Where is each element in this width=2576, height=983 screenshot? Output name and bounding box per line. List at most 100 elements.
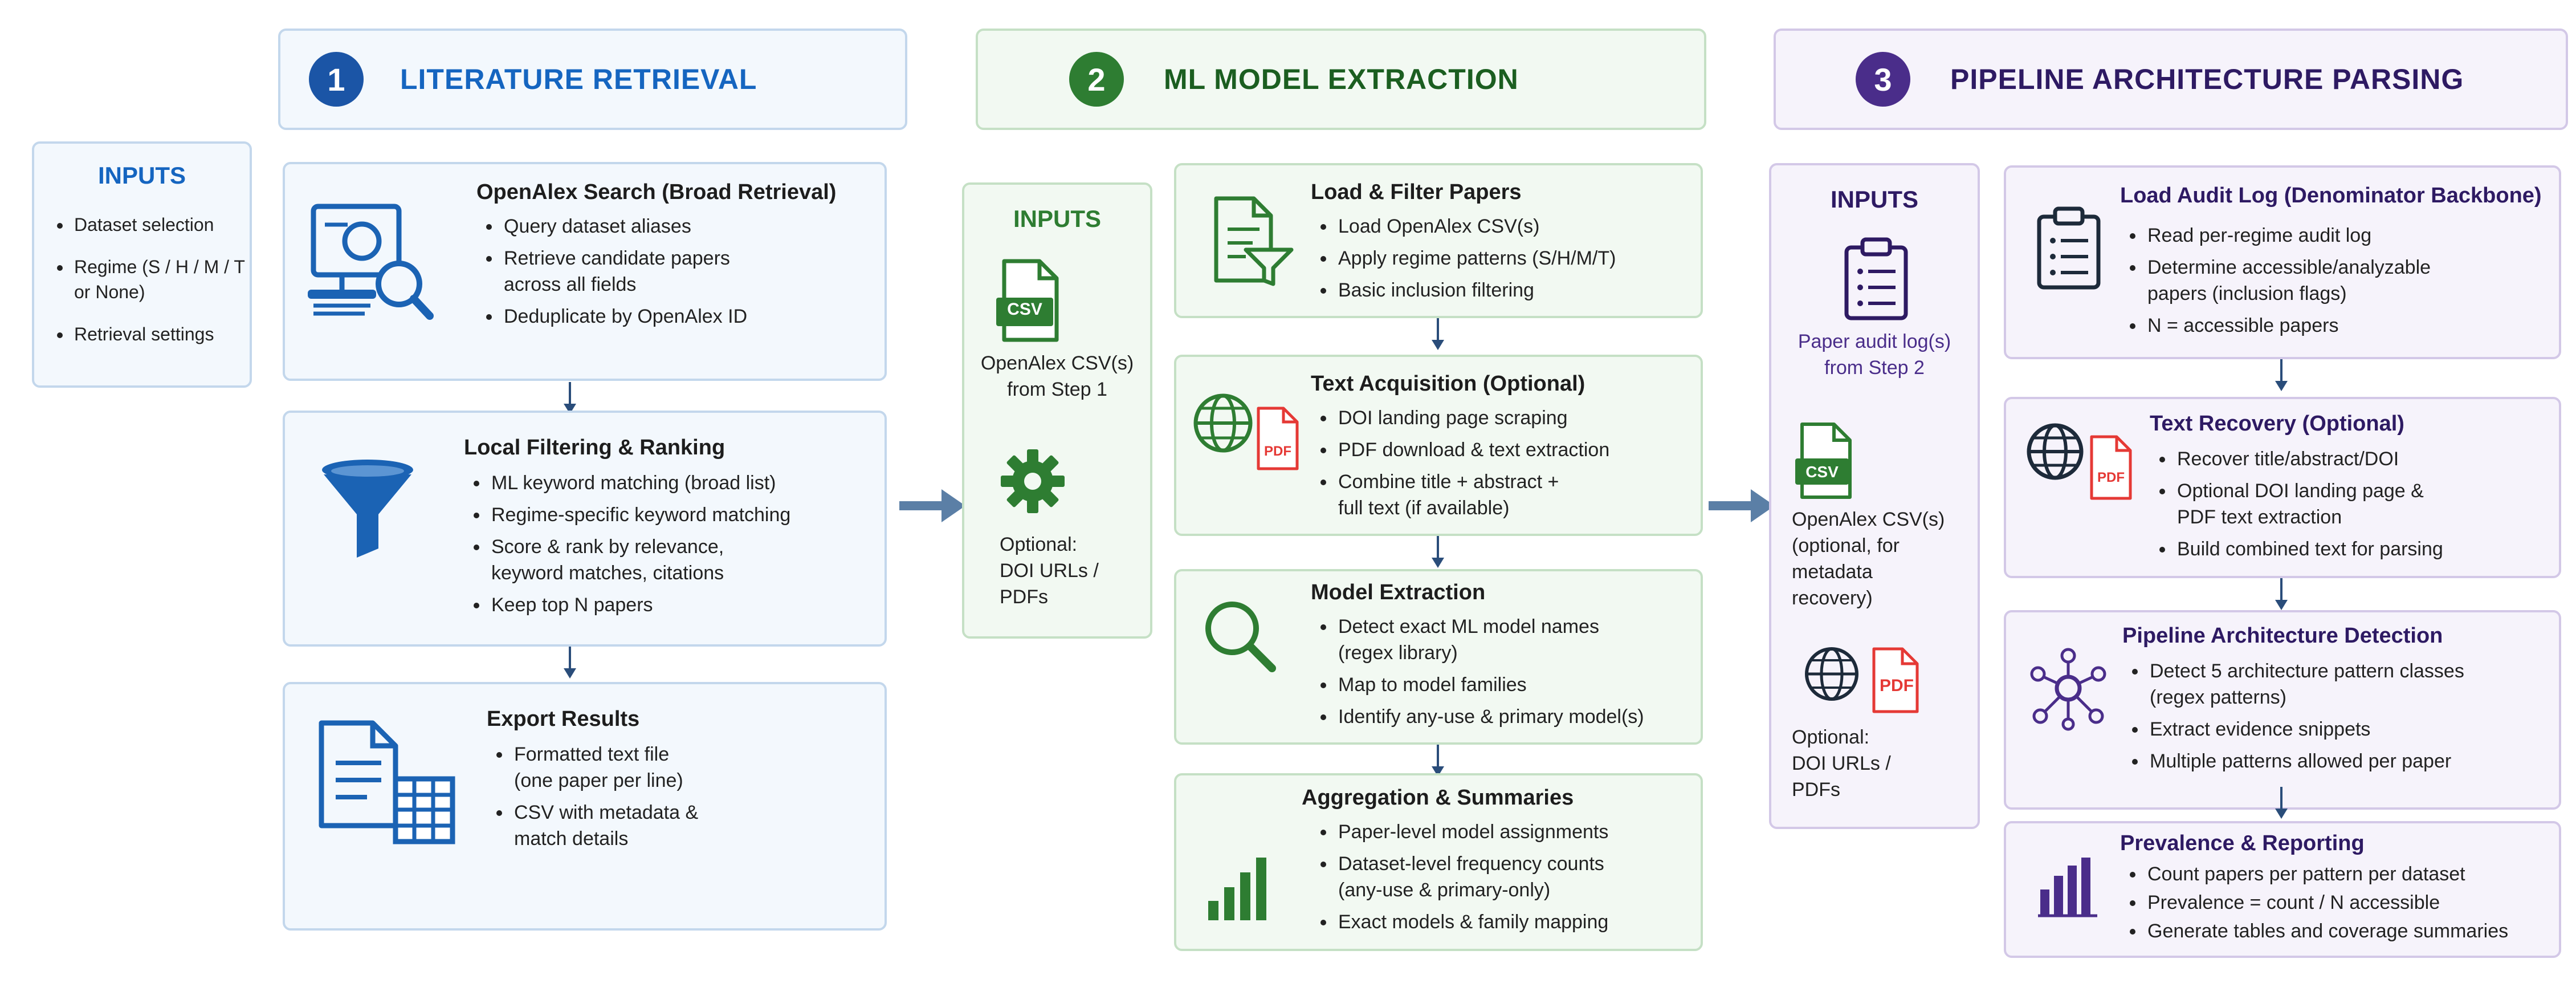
list-item: N = accessible papers: [2145, 312, 2576, 339]
list-item: Count papers per pattern per dataset: [2145, 862, 2576, 886]
bar-chart-icon: [2038, 858, 2097, 917]
section-arrow: [1709, 489, 1775, 522]
card-title: Text Acquisition (Optional): [1311, 372, 1585, 396]
inputs-text: OpenAlex CSV(s) (optional, for metadata …: [1792, 509, 1945, 609]
list-item: Extract evidence snippets: [2147, 716, 2576, 742]
list-item: ML keyword matching (broad list): [489, 470, 899, 496]
card-load-filter-papers: Load & Filter Papers Load OpenAlex CSV(s…: [1174, 163, 1703, 318]
card-title: Text Recovery (Optional): [2150, 412, 2404, 436]
list-item: PDF download & text extraction: [1336, 437, 1723, 463]
section2-header: 2 ML MODEL EXTRACTION: [976, 29, 1706, 130]
card-bullets: Paper-level model assignments Dataset-le…: [1311, 819, 1723, 941]
card-title: Load & Filter Papers: [1311, 180, 1522, 204]
magnifier-icon: [1205, 602, 1276, 672]
csv-label: CSV: [1007, 300, 1042, 319]
flow-arrow: [1432, 536, 1444, 568]
list-item: Regime-specific keyword matching: [489, 502, 899, 528]
section3-header: 3 PIPELINE ARCHITECTURE PARSING: [1774, 29, 2568, 130]
globe-pdf-icon: [2027, 423, 2132, 500]
card-bullets: Query dataset aliases Retrieve candidate…: [476, 213, 900, 335]
card-title: Load Audit Log (Denominator Backbone): [2120, 184, 2542, 208]
card-text-recovery: PDF Text Recovery (Optional) Recover tit…: [2004, 397, 2561, 578]
network-icon: [2030, 648, 2106, 731]
globe-pdf-icon: [1193, 393, 1299, 470]
bar-chart-icon: [1208, 858, 1266, 920]
section2-title: ML MODEL EXTRACTION: [1164, 63, 1519, 95]
gear-icon: [1001, 449, 1065, 513]
section2-number-badge: 2: [1069, 52, 1124, 107]
inputs-text: Optional: DOI URLs / PDFs: [1000, 534, 1099, 608]
inputs-list: Dataset selection Regime (S / H / M / To…: [47, 212, 266, 352]
inputs-text: Paper audit log(s) from Step 2: [1798, 331, 1951, 379]
card-title: Pipeline Architecture Detection: [2122, 624, 2443, 648]
card-load-audit-log: Load Audit Log (Denominator Backbone) Re…: [2004, 165, 2561, 359]
inputs-title: INPUTS: [1830, 186, 1918, 213]
list-item: Score & rank by relevance,keyword matche…: [489, 534, 899, 586]
list-item: Keep top N papers: [489, 592, 899, 618]
list-item: Dataset-level frequency counts(any-use &…: [1336, 851, 1723, 903]
inputs-panel-step2: INPUTS CSV OpenAlex CSV(s) from Step 1 O…: [962, 182, 1152, 639]
list-item: Optional DOI landing page &PDF text extr…: [2175, 478, 2574, 530]
inputs-panel-left: INPUTS Dataset selection Regime (S / H /…: [32, 141, 252, 388]
card-bullets: Load OpenAlex CSV(s) Apply regime patter…: [1311, 213, 1723, 309]
card-openalex-search: OpenAlex Search (Broad Retrieval) Query …: [283, 162, 887, 381]
card-title: Export Results: [487, 707, 640, 731]
list-item: Build combined text for parsing: [2175, 536, 2574, 562]
card-bullets: Formatted text file(one paper per line) …: [487, 741, 899, 858]
card-local-filtering: Local Filtering & Ranking ML keyword mat…: [283, 411, 887, 647]
list-item: Identify any-use & primary model(s): [1336, 704, 1723, 730]
list-item: Paper-level model assignments: [1336, 819, 1723, 845]
list-item: Regime (S / H / M / Tor None): [72, 254, 266, 304]
flow-arrow: [2275, 787, 2288, 819]
list-item: Prevalence = count / N accessible: [2145, 891, 2576, 915]
pdf-label: PDF: [1880, 676, 1914, 695]
list-item: Detect 5 architecture pattern classes(re…: [2147, 658, 2576, 710]
list-item: Exact models & family mapping: [1336, 909, 1723, 935]
section1-header: 1 LITERATURE RETRIEVAL: [278, 29, 907, 130]
flow-arrow: [1432, 318, 1444, 350]
section3-number-badge: 3: [1856, 52, 1910, 107]
card-title: Aggregation & Summaries: [1302, 786, 1574, 810]
card-bullets: ML keyword matching (broad list) Regime-…: [464, 470, 899, 624]
card-title: OpenAlex Search (Broad Retrieval): [476, 180, 837, 204]
list-item: Map to model families: [1336, 672, 1723, 698]
section-arrow: [899, 489, 965, 522]
list-item: Query dataset aliases: [502, 213, 900, 239]
flow-arrow: [564, 382, 576, 414]
list-item: Apply regime patterns (S/H/M/T): [1336, 245, 1723, 271]
list-item: Read per-regime audit log: [2145, 222, 2576, 249]
funnel-icon: [322, 460, 413, 558]
csv-file-icon: [1795, 423, 1852, 499]
card-bullets: Detect 5 architecture pattern classes(re…: [2122, 658, 2576, 780]
list-item: Recover title/abstract/DOI: [2175, 446, 2574, 472]
card-pipeline-architecture-detection: Pipeline Architecture Detection Detect 5…: [2004, 610, 2561, 810]
inputs-title: INPUTS: [97, 162, 186, 189]
flow-arrow: [2275, 578, 2288, 610]
card-prevalence-reporting: Prevalence & Reporting Count papers per …: [2004, 821, 2561, 958]
document-filter-icon: [1214, 196, 1294, 286]
card-title: Prevalence & Reporting: [2120, 831, 2365, 855]
card-bullets: Count papers per pattern per dataset Pre…: [2120, 862, 2576, 943]
flow-arrow: [2275, 359, 2288, 391]
list-item: Detect exact ML model names(regex librar…: [1336, 614, 1723, 666]
pdf-label: PDF: [1264, 444, 1291, 459]
card-bullets: Recover title/abstract/DOI Optional DOI …: [2150, 446, 2574, 568]
list-item: Load OpenAlex CSV(s): [1336, 213, 1723, 239]
flow-arrow: [1432, 745, 1444, 777]
list-item: Dataset selection: [72, 212, 266, 237]
clipboard-list-icon: [2037, 206, 2101, 290]
inputs-title: INPUTS: [1013, 205, 1101, 232]
list-item: Retrieval settings: [72, 322, 266, 347]
csv-label: CSV: [1805, 463, 1839, 481]
document-table-icon: [319, 720, 455, 844]
list-item: Deduplicate by OpenAlex ID: [502, 303, 900, 330]
list-item: Basic inclusion filtering: [1336, 277, 1723, 303]
csv-file-icon: [996, 259, 1059, 342]
computer-search-icon: [308, 204, 434, 320]
card-bullets: Detect exact ML model names(regex librar…: [1311, 614, 1723, 736]
card-title: Local Filtering & Ranking: [464, 436, 725, 460]
list-item: Formatted text file(one paper per line): [512, 741, 899, 794]
inputs-text: OpenAlex CSV(s) from Step 1: [980, 352, 1134, 400]
